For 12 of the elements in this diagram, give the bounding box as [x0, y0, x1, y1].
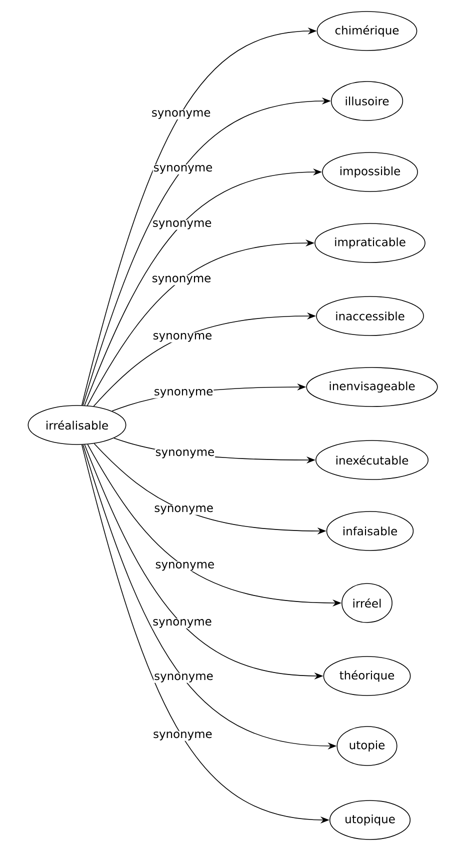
- edge-label: synonyme: [152, 220, 212, 230]
- edge-label: synonyme: [154, 449, 216, 459]
- edge-label: synonyme: [150, 110, 212, 120]
- edge-label: synonyme: [154, 561, 216, 572]
- edge-label: synonyme: [151, 275, 212, 286]
- edge-label: synonyme: [154, 505, 214, 515]
- edge-label: synonyme: [153, 388, 214, 398]
- edge-label: synonyme: [154, 673, 214, 683]
- edge-label: synonyme: [152, 618, 212, 628]
- edge-label: synonyme: [152, 164, 214, 174]
- edge-label: synonyme: [152, 332, 213, 342]
- edge-label: synonyme: [152, 731, 213, 741]
